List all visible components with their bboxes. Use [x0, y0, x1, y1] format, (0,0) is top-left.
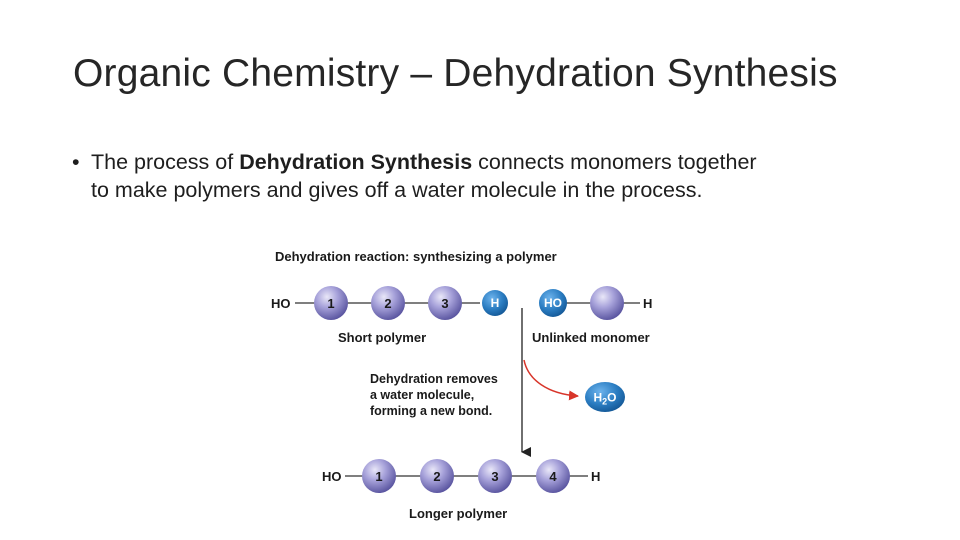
- monomer-number-3: 3: [441, 296, 448, 311]
- unlinked-monomer: HO H: [539, 286, 652, 320]
- monomer-number-1: 1: [327, 296, 334, 311]
- short-polymer-label: Short polymer: [338, 330, 426, 345]
- bullet-text-pre: The process of: [91, 150, 240, 174]
- h-group-label: H: [643, 296, 652, 311]
- free-monomer-ball: [590, 286, 624, 320]
- ho-group-label: HO: [271, 296, 291, 311]
- reaction-note-line-1: Dehydration removes: [370, 372, 498, 386]
- monomer-number-2: 2: [384, 296, 391, 311]
- water-formula: H2O: [593, 391, 616, 407]
- bullet-marker: •: [72, 150, 80, 174]
- short-polymer: HO 1 2 3 H: [271, 286, 508, 320]
- reaction-note-line-2: a water molecule,: [370, 388, 474, 402]
- longer-polymer: HO 1 2 3 4 H: [322, 459, 600, 493]
- water-release-arrow: [523, 359, 579, 401]
- h-group-blue: [482, 290, 508, 316]
- unlinked-monomer-label: Unlinked monomer: [532, 330, 650, 345]
- bullet-text-post: connects monomers together: [472, 150, 757, 174]
- water-molecule: [585, 382, 625, 412]
- monomer-ball-3: [428, 286, 462, 320]
- monomer-ball-1: [362, 459, 396, 493]
- monomer-number-3: 3: [491, 469, 498, 484]
- monomer-ball-2: [371, 286, 405, 320]
- reaction-note: Dehydration removes a water molecule, fo…: [370, 372, 498, 418]
- slide-title: Organic Chemistry – Dehydration Synthesi…: [73, 52, 838, 95]
- bullet-paragraph: • The process of Dehydration Synthesis co…: [72, 148, 892, 204]
- monomer-number-1: 1: [375, 469, 382, 484]
- monomer-ball-1: [314, 286, 348, 320]
- monomer-ball-2: [420, 459, 454, 493]
- monomer-number-2: 2: [433, 469, 440, 484]
- ho-group-label: HO: [322, 469, 342, 484]
- monomer-number-4: 4: [549, 469, 557, 484]
- h-group-label: H: [591, 469, 600, 484]
- monomer-ball-4: [536, 459, 570, 493]
- ho-group-blue: [539, 289, 567, 317]
- figure-heading: Dehydration reaction: synthesizing a pol…: [275, 249, 557, 264]
- bullet-line-2: to make polymers and gives off a water m…: [91, 178, 703, 202]
- bullet-line-1: • The process of Dehydration Synthesis co…: [72, 148, 892, 176]
- bullet-bold-term: Dehydration Synthesis: [239, 150, 473, 174]
- reaction-note-line-3: forming a new bond.: [370, 404, 492, 418]
- ho-group-label: HO: [544, 296, 562, 310]
- longer-polymer-label: Longer polymer: [409, 506, 507, 521]
- monomer-ball-3: [478, 459, 512, 493]
- h-group-label: H: [491, 296, 500, 310]
